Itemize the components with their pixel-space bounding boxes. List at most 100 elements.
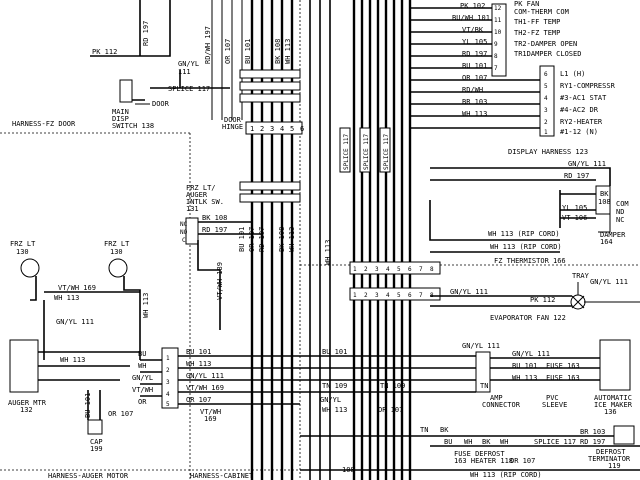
wire-label: BK 108 [274, 39, 282, 64]
wire-label: WH [500, 438, 508, 446]
wire-label: OR 107 [108, 410, 133, 418]
wire-label: BK [482, 438, 491, 446]
wire-label: RD 197 [580, 438, 605, 446]
component-label: DAMPER [600, 231, 626, 239]
component-label: DOOR [152, 100, 170, 108]
wire-label: OR 107 [186, 396, 211, 404]
terminal-label: NO [180, 229, 188, 236]
wire-label: OR 107 [224, 39, 232, 64]
wire-label: GN/YL 111 [450, 288, 488, 296]
pin-connector-top [349, 261, 441, 275]
pinrow-top: 1 2 3 4 5 6 7 8 [353, 266, 434, 273]
pin-number: 2 [544, 119, 548, 126]
hinge-pins: 1 2 3 4 5 6 [250, 125, 304, 133]
wire-label: BU 101 [84, 393, 92, 418]
pin-number: 6 [300, 125, 304, 133]
pin-number: 4 [166, 391, 170, 398]
interlock-switch-icon [185, 217, 199, 245]
component-label: HINGE [222, 123, 243, 131]
wire-label: RD 197 [564, 172, 589, 180]
main-disp-switch-icon [119, 79, 133, 103]
wire-label: FUSE 163 [546, 374, 580, 382]
pin-function: RY1-COMPRESSR [560, 82, 616, 90]
ice-maker-section: BU 101 TN 109 GN/YL WH 113 TN 109 OR 107… [300, 339, 633, 416]
terminal-label: ND [616, 208, 624, 216]
splice-label: SPLICE 117 [383, 133, 390, 170]
wire-label: WH 113 [54, 294, 79, 302]
wire-label: PK 112 [530, 296, 555, 304]
component-label: DOOR [224, 116, 242, 124]
wire-label: WH [464, 438, 472, 446]
component-label: 199 [90, 445, 103, 453]
pin-number: 7 [419, 266, 423, 273]
pin-number: 3 [544, 107, 548, 114]
capacitor-icon [87, 419, 103, 435]
wire-label: VT/BK [462, 26, 484, 34]
wire-label: RD 197 [462, 50, 487, 58]
connector-6pin [539, 65, 555, 137]
terminal-label: COM [616, 200, 629, 208]
wire-label: TN [480, 382, 488, 390]
pin-number: 1 [250, 125, 254, 133]
wire-label: BU/WH 101 [452, 14, 490, 22]
wire-label: VT/WH 169 [186, 384, 224, 392]
component-label: SWITCH 138 [112, 122, 154, 130]
component-label: AUGER [186, 191, 208, 199]
pin-number: 5 [397, 292, 401, 299]
wire-label: WH 113 [288, 227, 296, 252]
damper-section: GN/YL 111 RD 197 BK 108 COM YL 105 ND VT… [430, 160, 629, 246]
freezer-lights: FRZ LT 130 FRZ LT 130 VT/WH 169 WH 113 W… [10, 240, 150, 360]
component-label: PVC [546, 394, 559, 402]
wire-label: OR 107 [378, 406, 403, 414]
defrost-section: BK TN BU WH BK WH 108 FUSE DEFROST 163 H… [300, 425, 640, 479]
terminal-label: NC [616, 216, 624, 224]
door-hinge-bundle: 1 2 3 4 5 6 DOOR HINGE RD/WH 197 OR 107 … [204, 0, 304, 480]
component-label: EVAPORATOR FAN 122 [490, 314, 566, 322]
wire-label: VT/WH [132, 386, 153, 394]
wire-label: WH 113 (RIP CORD) [488, 230, 560, 238]
central-bundle: SPLICE 117 SPLICE 117 SPLICE 117 WH 113 … [309, 0, 441, 480]
pin-function: TR1DAMPER CLOSED [514, 50, 581, 58]
wire-label: WH 113 [322, 406, 347, 414]
cabinet-connector [161, 347, 179, 409]
splice-label: SPLICE 117 [363, 133, 370, 170]
evaporator-fan: TRAY GN/YL 111 GN/YL 111 PK 112 EVAPORAT… [430, 272, 640, 322]
component-label: DISP [112, 115, 129, 123]
pin-number: 8 [430, 266, 434, 273]
pin-number: 5 [544, 83, 548, 90]
component-label: 131 [186, 205, 199, 213]
wire-label: SPLICE 117 [168, 85, 210, 93]
component-label: 136 [604, 408, 617, 416]
wire-label: GN/YL [132, 374, 153, 382]
pin-number: 2 [260, 125, 264, 133]
pin-function: PK FAN [514, 0, 539, 8]
pin-function: L1 (H) [560, 70, 585, 78]
pin-number: 10 [494, 29, 502, 36]
fz-thermistor: WH 113 (RIP CORD) WH 113 (RIP CORD) FZ T… [429, 200, 566, 265]
splice-117 [379, 127, 391, 173]
wire-label: YL 105 [462, 38, 487, 46]
pin-number: 7 [494, 65, 498, 72]
wire-label: TN 109 [322, 382, 347, 390]
fz-door-section: PK 112 RD 197 GN/YL 111 SPLICE 117 DOOR … [12, 0, 230, 130]
terminal-label: C [182, 237, 186, 244]
pin-function: TR2-DAMPER OPEN [514, 40, 577, 48]
pin-number: 6 [408, 266, 412, 273]
pin-number: 9 [494, 41, 498, 48]
pin-function: COM-THERM COM [514, 8, 569, 16]
wire-label: BU 101 [186, 348, 211, 356]
wire-label: WH 113 [284, 39, 292, 64]
component-label: FRZ LT [10, 240, 36, 248]
frz-lt-auger-switch: FRZ LT/ AUGER INTLK SW. 131 BK 108 RD 19… [180, 184, 262, 330]
wire-label: BU [138, 350, 146, 358]
pin-number: 3 [166, 379, 170, 386]
auger-motor-icon [9, 339, 39, 393]
ice-maker-icon [599, 339, 631, 391]
pin-function: #1-12 (N) [560, 128, 598, 136]
pin-number: 2 [364, 292, 368, 299]
wire-label: OR 107 [510, 457, 535, 465]
wire-label: BU 101 [244, 39, 252, 64]
component-label: AUTOMATIC [594, 394, 632, 402]
component-label: 164 [600, 238, 613, 246]
pin-function: #4-AC2 DR [560, 106, 599, 114]
